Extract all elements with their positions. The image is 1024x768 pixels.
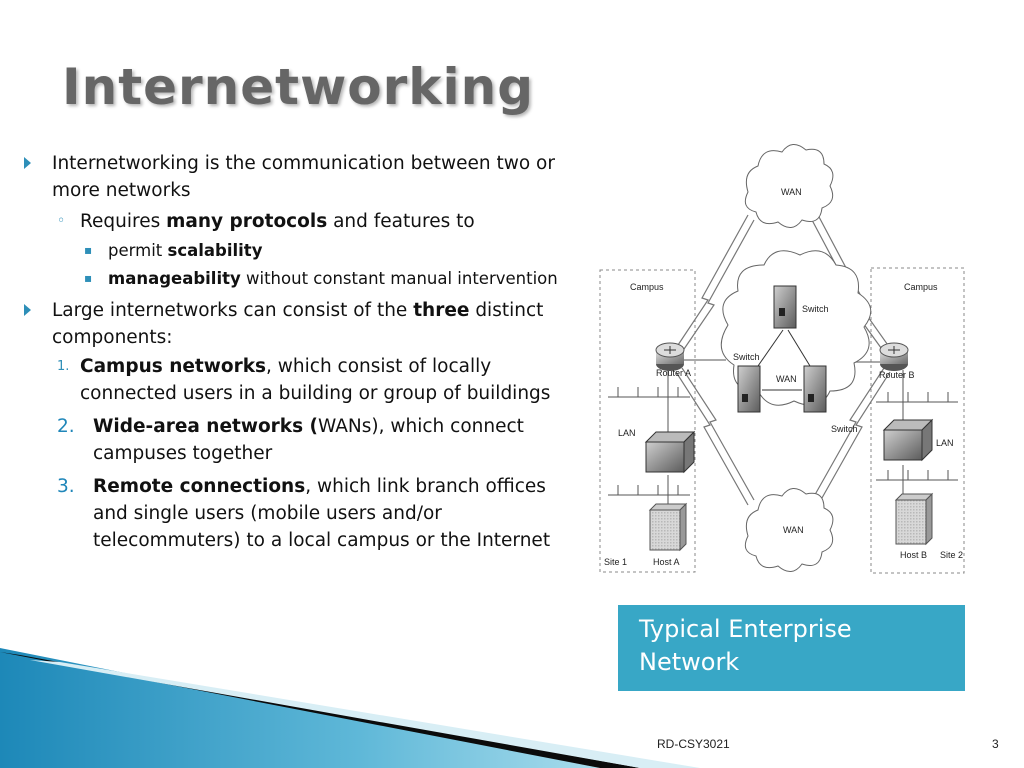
bullet-components: Large internetworks can consist of the t… <box>20 297 580 351</box>
item-number: 1. <box>57 359 70 374</box>
label-router-b: Router B <box>879 370 915 380</box>
switch-links <box>757 329 811 391</box>
label-host-a: Host A <box>653 557 680 567</box>
item-post: , which consist of locally connected use… <box>80 356 551 404</box>
sub-bullet-pre: Requires <box>80 211 167 232</box>
item-post: , which link branch offices and single u… <box>93 476 551 551</box>
item-number: 2. <box>57 416 75 437</box>
label-switch-right: Switch <box>831 424 858 434</box>
bullet-pre: Large internetworks can consist of the <box>52 300 414 321</box>
sub-sub-bullet-scalability: ▪ permit scalability <box>20 239 580 263</box>
router-b-icon <box>879 342 909 371</box>
host-b-icon <box>894 492 934 546</box>
host-a-icon <box>648 502 688 552</box>
triangle-bullet-icon <box>24 157 31 169</box>
label-campus-right: Campus <box>904 282 938 292</box>
label-switch-left: Switch <box>733 352 760 362</box>
label-wan-top: WAN <box>781 187 802 197</box>
campus-left-box <box>599 269 696 573</box>
item-bold: scalability <box>167 241 263 260</box>
numbered-item-wan: 2. Wide-area networks (WANs), which conn… <box>20 413 580 467</box>
item-bold: Wide-area networks ( <box>93 416 318 437</box>
enterprise-network-diagram: WAN Switch Switch WAN Switch WAN Campus … <box>599 144 965 574</box>
square-bullet-icon: ▪ <box>84 271 93 285</box>
wan-cloud-top <box>744 144 834 228</box>
lan-right-bus <box>876 370 958 495</box>
label-router-a: Router A <box>656 368 691 378</box>
label-lan-right: LAN <box>936 438 954 448</box>
sub-sub-bullet-manageability: ▪ manageability without constant manual … <box>20 267 580 291</box>
label-campus-left: Campus <box>630 282 664 292</box>
item-post: without constant manual intervention <box>240 269 558 288</box>
label-site-2: Site 2 <box>940 550 963 560</box>
bullet-bold: three <box>413 300 470 321</box>
slide-body: Internetworking is the communication bet… <box>20 150 580 554</box>
bullet-internetworking: Internetworking is the communication bet… <box>20 150 580 204</box>
label-host-b: Host B <box>900 550 927 560</box>
sub-bullet-post: and features to <box>327 211 475 232</box>
item-number: 3. <box>57 476 75 497</box>
item-bold: manageability <box>108 269 241 288</box>
item-bold: Campus networks <box>80 356 267 377</box>
bullet-text: Internetworking is the communication bet… <box>52 153 555 201</box>
footer-course-code: RD-CSY3021 <box>657 737 730 751</box>
bullet-post: distinct components: <box>52 300 544 348</box>
switch-left-icon <box>737 365 761 413</box>
circle-bullet-icon: ◦ <box>57 213 66 229</box>
label-switch-top: Switch <box>802 304 829 314</box>
sub-bullet-bold: many protocols <box>166 211 328 232</box>
diagram-caption-box: Typical Enterprise Network <box>618 605 965 691</box>
slide-title: Internetworking <box>62 58 535 116</box>
lan-right-switch-icon <box>882 418 934 462</box>
numbered-item-campus: 1. Campus networks, which consist of loc… <box>20 353 580 407</box>
wan-cloud-bottom <box>744 488 834 572</box>
lan-left-switch-icon <box>644 430 696 474</box>
label-wan-bottom: WAN <box>783 525 804 535</box>
diagram-caption: Typical Enterprise Network <box>639 615 852 676</box>
label-wan-mid: WAN <box>776 374 797 384</box>
switch-top-icon <box>773 285 797 329</box>
item-pre: permit <box>108 241 168 260</box>
label-site-1: Site 1 <box>604 557 627 567</box>
sub-bullet-protocols: ◦ Requires many protocols and features t… <box>20 208 580 235</box>
page-number: 3 <box>992 737 999 751</box>
item-post: WANs), which connect campuses together <box>93 416 524 464</box>
numbered-item-remote: 3. Remote connections, which link branch… <box>20 473 580 554</box>
switch-right-icon <box>803 365 827 413</box>
square-bullet-icon: ▪ <box>84 243 93 257</box>
label-lan-left: LAN <box>618 428 636 438</box>
item-bold: Remote connections <box>93 476 306 497</box>
triangle-bullet-icon <box>24 304 31 316</box>
campus-right-box <box>870 267 965 574</box>
router-a-icon <box>655 342 685 371</box>
